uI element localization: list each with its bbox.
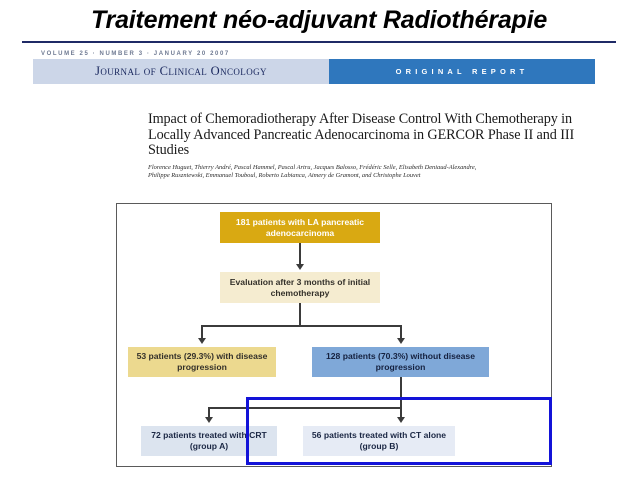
flow-node-group-a: 72 patients treated with CRT (group A): [141, 426, 277, 456]
flow-node-no-progression: 128 patients (70.3%) without disease pro…: [312, 347, 489, 377]
journal-name-block: Journal of Clinical Oncology: [33, 59, 329, 84]
connector-group-b-stem: [400, 407, 402, 419]
connector-total-to-evaluation: [299, 243, 301, 266]
section-label: ORIGINAL REPORT: [395, 67, 529, 76]
connector-split-left: [201, 325, 203, 340]
connector-evaluation-down: [299, 303, 301, 326]
arrowhead-evaluation: [296, 264, 304, 270]
article-header: Impact of Chemoradiotherapy After Diseas…: [148, 111, 598, 180]
page-title: Traitement néo-adjuvant Radiothérapie: [90, 6, 548, 34]
journal-name: Journal of Clinical Oncology: [95, 64, 267, 78]
journal-volume-line: VOLUME 25 · NUMBER 3 · JANUARY 20 2007: [41, 51, 230, 57]
article-authors: Florence Huguet, Thierry André, Pascal H…: [148, 163, 477, 179]
arrowhead-group-b: [397, 417, 405, 423]
masthead-bar: Journal of Clinical Oncology ORIGINAL RE…: [33, 59, 595, 84]
arrowhead-progression: [198, 338, 206, 344]
connector-group-a-stem: [208, 407, 210, 419]
connector-split-horizontal: [201, 325, 401, 327]
flow-node-evaluation: Evaluation after 3 months of initial che…: [220, 272, 380, 303]
flow-diagram-figure: 181 patients with LA pancreatic adenocar…: [116, 203, 552, 467]
arrowhead-group-a: [205, 417, 213, 423]
arrowhead-no-progression: [397, 338, 405, 344]
flow-node-group-b: 56 patients treated with CT alone (group…: [303, 426, 455, 456]
article-title: Impact of Chemoradiotherapy After Diseas…: [148, 111, 575, 158]
title-divider: [22, 41, 616, 43]
section-banner: ORIGINAL REPORT: [329, 59, 595, 84]
connector-split-right: [400, 325, 402, 340]
flow-node-total: 181 patients with LA pancreatic adenocar…: [220, 212, 380, 243]
journal-masthead: VOLUME 25 · NUMBER 3 · JANUARY 20 2007 J…: [33, 51, 595, 84]
connector-group-horizontal: [208, 407, 401, 409]
flow-node-progression: 53 patients (29.3%) with disease progres…: [128, 347, 276, 377]
connector-no-progression-down: [400, 377, 402, 408]
flow-diagram: 181 patients with LA pancreatic adenocar…: [117, 204, 552, 466]
